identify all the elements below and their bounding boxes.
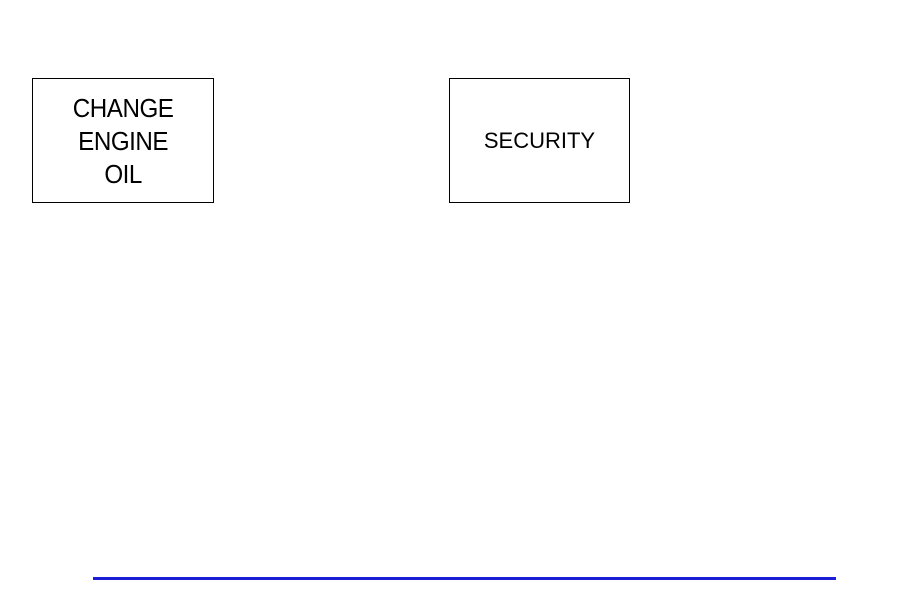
change-engine-oil-line-2: ENGINE xyxy=(78,126,168,157)
security-label: SECURITY xyxy=(484,128,595,154)
change-engine-oil-line-1: CHANGE xyxy=(73,93,174,124)
change-engine-oil-line-3: OIL xyxy=(104,159,142,190)
change-engine-oil-label: CHANGE ENGINE OIL xyxy=(73,93,174,190)
footer-rule xyxy=(93,577,836,580)
change-engine-oil-indicator: CHANGE ENGINE OIL xyxy=(32,78,214,203)
security-indicator: SECURITY xyxy=(449,78,630,203)
